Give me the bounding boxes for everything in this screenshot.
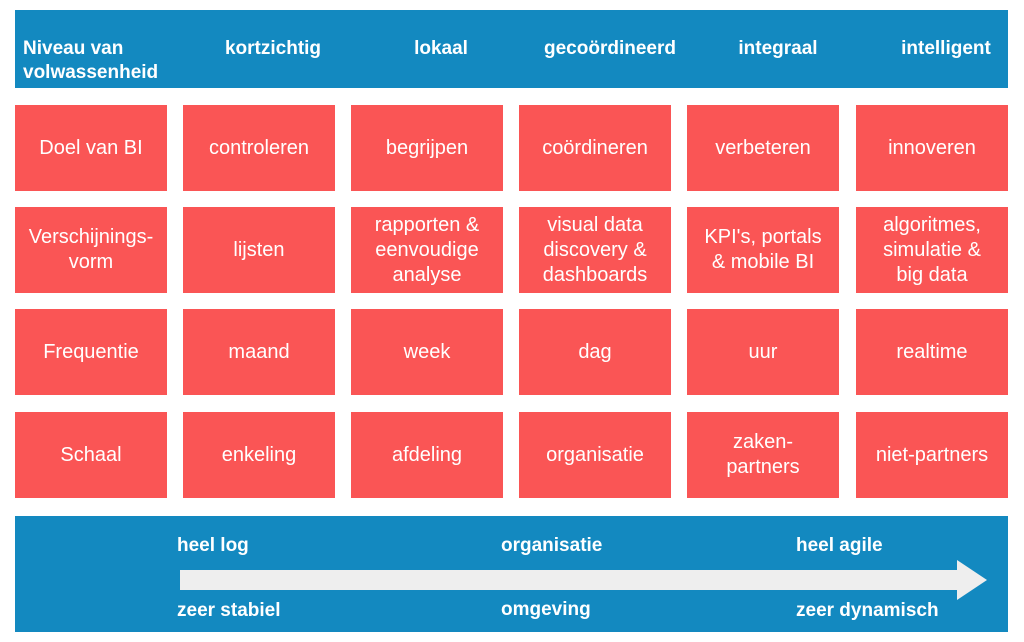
footer-left-bottom: zeer stabiel <box>177 600 281 621</box>
level-kortzichtig: kortzichtig <box>224 38 322 59</box>
grid-cell: algoritmes, simulatie & big data <box>856 207 1008 293</box>
grid-cell: visual data discovery & dashboards <box>519 207 671 293</box>
maturity-title-line2: volwassenheid <box>23 62 159 83</box>
maturity-level-title: Niveau van volwassenheid <box>23 37 193 85</box>
row-label-doel: Doel van BI <box>15 105 167 191</box>
grid-cell: afdeling <box>351 412 503 498</box>
grid-cell: lijsten <box>183 207 335 293</box>
level-lokaal: lokaal <box>414 38 468 59</box>
grid-cell: uur <box>687 309 839 395</box>
footer-left-top: heel log <box>177 535 249 556</box>
footer-right-bottom: zeer dynamisch <box>796 600 939 621</box>
grid-cell: rapporten & eenvoudige analyse <box>351 207 503 293</box>
grid-cell: controleren <box>183 105 335 191</box>
maturity-title-line1: Niveau van <box>23 38 124 59</box>
row-label-verschijningsvorm: Verschijnings- vorm <box>15 207 167 293</box>
grid-cell: verbeteren <box>687 105 839 191</box>
level-gecoordineerd: gecoördineerd <box>544 38 676 59</box>
footer-center-top: organisatie <box>501 535 603 556</box>
level-integraal: integraal <box>738 38 818 59</box>
grid-cell: enkeling <box>183 412 335 498</box>
grid-cell: week <box>351 309 503 395</box>
grid-cell: coördineren <box>519 105 671 191</box>
grid-cell: zaken- partners <box>687 412 839 498</box>
grid-cell: KPI's, portals & mobile BI <box>687 207 839 293</box>
row-label-schaal: Schaal <box>15 412 167 498</box>
grid-cell: organisatie <box>519 412 671 498</box>
level-intelligent: intelligent <box>901 38 991 59</box>
maturity-header: Niveau van volwassenheid kortzichtig lok… <box>15 10 1008 88</box>
organization-environment-band: heel log zeer stabiel organisatie omgevi… <box>15 516 1008 632</box>
grid-cell: begrijpen <box>351 105 503 191</box>
grid-cell: innoveren <box>856 105 1008 191</box>
row-label-frequentie: Frequentie <box>15 309 167 395</box>
grid-cell: niet-partners <box>856 412 1008 498</box>
right-arrow-icon <box>180 560 987 600</box>
grid-cell: realtime <box>856 309 1008 395</box>
footer-center-bottom: omgeving <box>501 599 591 620</box>
grid-cell: dag <box>519 309 671 395</box>
grid-cell: maand <box>183 309 335 395</box>
footer-right-top: heel agile <box>796 535 883 556</box>
